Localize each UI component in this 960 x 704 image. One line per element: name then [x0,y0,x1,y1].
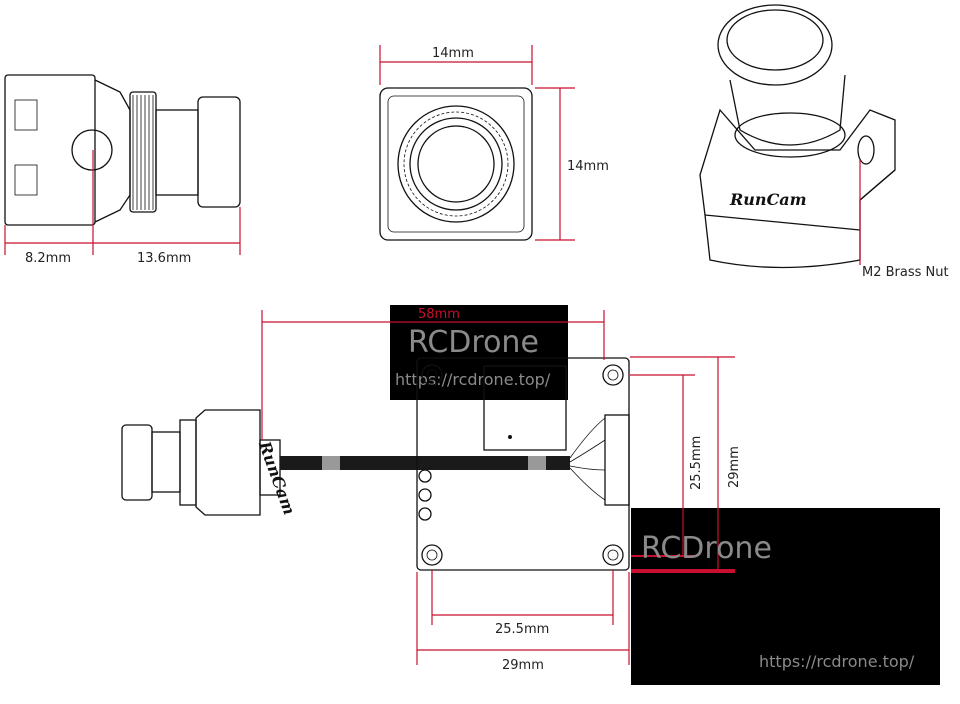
watermark-bottom: RCDrone https://rcdrone.top/ [631,508,940,685]
board-brand-logo: RunCam [255,438,299,517]
front-dim-height: 14mm [567,159,609,174]
side-dim-left: 8.2mm [25,251,71,266]
iso-view: RunCam M2 Brass Nut [699,4,949,280]
dim-board-h: 29mm [502,658,544,673]
side-view: 8.2mm 13.6mm [4,74,241,266]
dim-board-v: 29mm [727,446,742,488]
watermark-top: RCDrone https://rcdrone.top/ [390,305,568,400]
dim-total-length: 58mm [418,307,460,322]
iso-brand-logo: RunCam [729,190,807,209]
front-view: 14mm 14mm [379,45,609,241]
iso-callout-m2-nut: M2 Brass Nut [862,265,949,280]
watermark-top-name: RCDrone [408,325,539,360]
focus-ring-teeth [132,95,154,210]
dim-hole-spacing-h: 25.5mm [495,622,549,637]
watermark-bottom-url: https://rcdrone.top/ [759,652,915,671]
dim-hole-spacing-v: 25.5mm [689,436,704,490]
watermark-top-url: https://rcdrone.top/ [395,370,551,389]
front-dim-width: 14mm [432,46,474,61]
side-dim-right: 13.6mm [137,251,191,266]
watermark-bottom-name: RCDrone [641,531,772,566]
